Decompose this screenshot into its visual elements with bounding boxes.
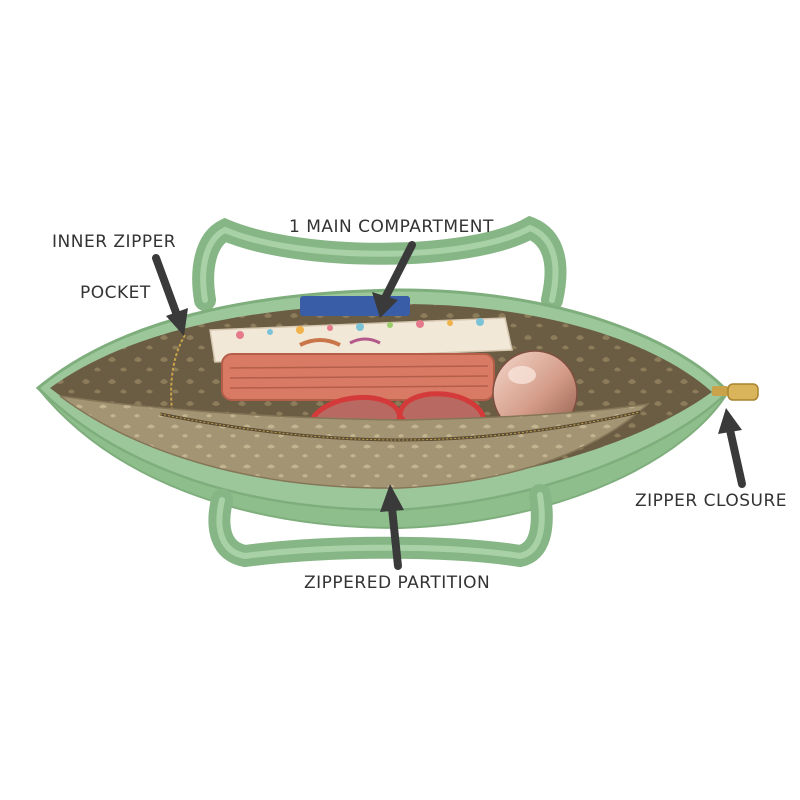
arrow-main-compartment	[372, 241, 416, 318]
front-handle	[208, 484, 553, 568]
label-inner-zipper-pocket-line2: POCKET	[80, 283, 151, 303]
main-zipper-pull	[712, 383, 759, 401]
arrow-zippered-partition	[380, 484, 404, 570]
label-zippered-partition: ZIPPERED PARTITION	[304, 573, 491, 593]
back-handle	[192, 215, 567, 311]
arrow-zipper-closure	[718, 408, 746, 488]
zippered-partition-panel	[59, 395, 651, 489]
floral-pouch	[209, 317, 513, 363]
label-main-compartment: 1 MAIN COMPARTMENT	[289, 217, 494, 237]
label-zipper-closure: ZIPPER CLOSURE	[635, 491, 788, 511]
arrow-inner-zipper-pocket	[152, 254, 188, 336]
label-inner-zipper-pocket-line1: INNER ZIPPER	[52, 232, 177, 252]
coral-wallet	[221, 353, 495, 401]
